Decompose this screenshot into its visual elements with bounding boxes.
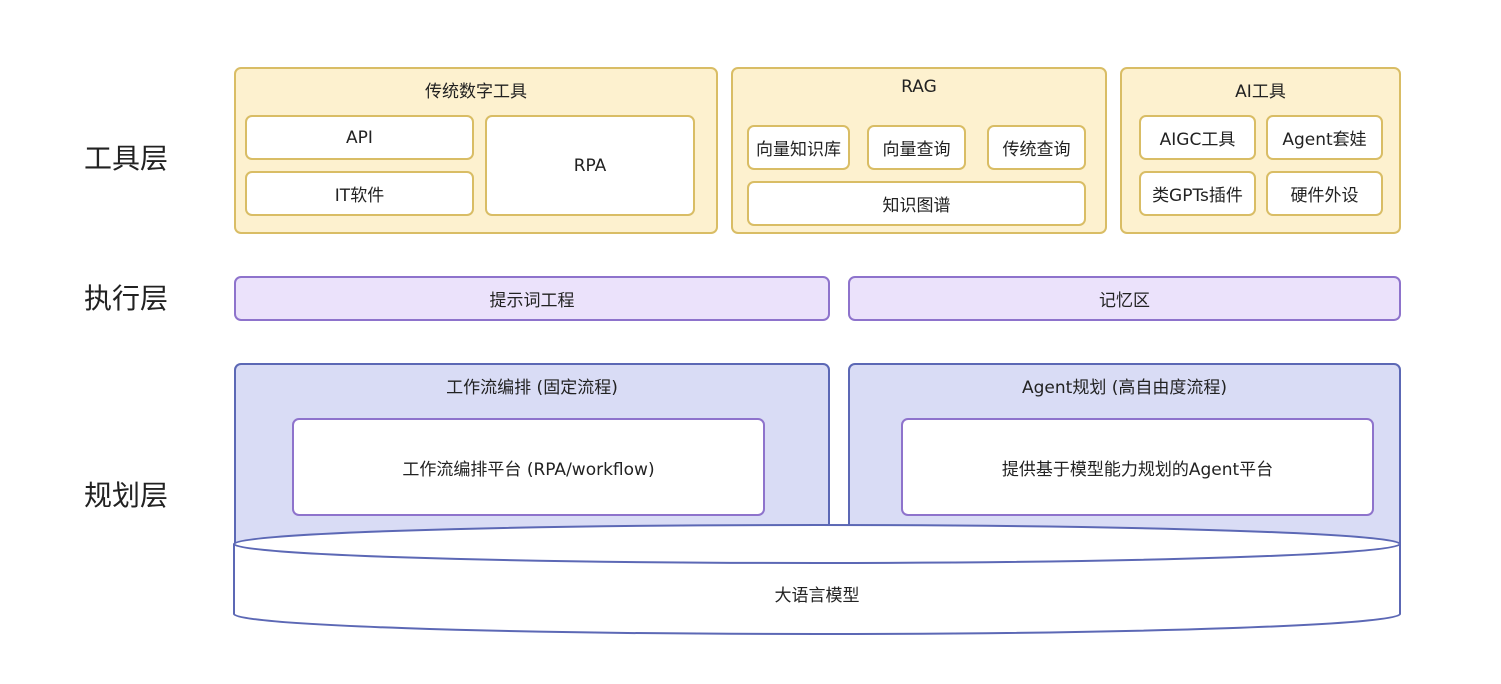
llm-label: 大语言模型 [775,586,860,606]
plan-layer-label: 规划层 [84,479,169,512]
aigc-tools-box: AIGC工具 [1139,115,1256,160]
traditional-tools-title: 传统数字工具 [425,82,527,102]
workflow-title: 工作流编排 (固定流程) [446,378,618,398]
workflow-platform-box: 工作流编排平台 (RPA/workflow) [292,418,765,516]
agent-nesting-box: Agent套娃 [1266,115,1383,160]
exec-layer-label: 执行层 [84,282,169,315]
agent-title: Agent规划 (高自由度流程) [1022,378,1227,398]
gpts-plugin-box: 类GPTs插件 [1139,171,1256,216]
ai-tools-panel: AI工具 AIGC工具 Agent套娃 类GPTs插件 硬件外设 [1120,67,1401,234]
ai-tools-title: AI工具 [1235,82,1286,102]
rpa-box: RPA [485,115,695,216]
traditional-query-box: 传统查询 [987,125,1086,170]
memory-bar: 记忆区 [848,276,1401,321]
agent-platform-box: 提供基于模型能力规划的Agent平台 [901,418,1374,516]
workflow-panel: 工作流编排 (固定流程) 工作流编排平台 (RPA/workflow) [234,363,830,548]
hardware-box: 硬件外设 [1266,171,1383,216]
rag-title: RAG [901,77,937,97]
it-software-box: IT软件 [245,171,474,216]
rag-panel: RAG 向量知识库 向量查询 传统查询 知识图谱 [731,67,1107,234]
tool-layer-label: 工具层 [84,142,169,175]
llm-cylinder-body [233,544,1401,635]
agent-panel: Agent规划 (高自由度流程) 提供基于模型能力规划的Agent平台 [848,363,1401,548]
api-box: API [245,115,474,160]
vector-kb-box: 向量知识库 [747,125,850,170]
knowledge-graph-box: 知识图谱 [747,181,1086,226]
traditional-tools-panel: 传统数字工具 API IT软件 RPA [234,67,718,234]
prompt-engineering-bar: 提示词工程 [234,276,830,321]
llm-cylinder-top [233,524,1401,564]
vector-query-box: 向量查询 [867,125,966,170]
